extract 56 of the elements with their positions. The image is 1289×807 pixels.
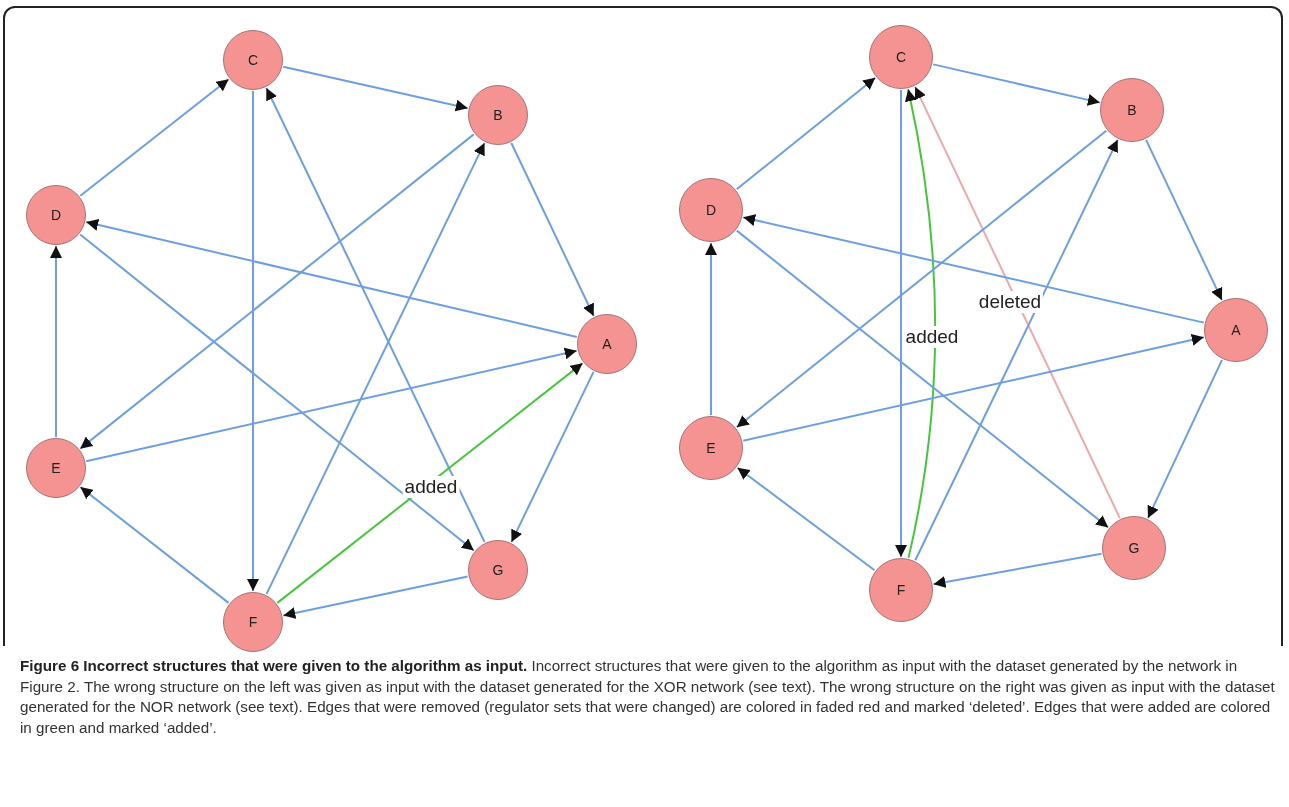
arrow [742,214,1205,324]
arrow [735,229,1110,529]
arrow [276,362,584,604]
arrow [914,138,1119,562]
arrow [79,133,475,450]
edge-label: added [402,476,460,498]
arrow [282,575,469,619]
node-label: D [705,202,717,218]
node-circle [577,314,637,374]
node-label: F [896,582,906,598]
edge-label: deleted [976,291,1044,313]
arrow [265,141,486,596]
arrow [1145,138,1223,302]
arrow [79,78,230,197]
arrow [932,63,1101,106]
node-label: D [50,207,62,223]
node-circle [223,592,283,652]
arrow [85,347,578,463]
node-label: E [706,440,716,456]
arrow [79,233,475,552]
node-label: E [51,460,61,476]
node-label: B [1127,102,1137,118]
node-circle [223,30,283,90]
node-circle [679,416,743,480]
arrow [932,552,1103,588]
arrow [50,245,62,438]
node-label: A [1231,322,1241,338]
node-circle [468,85,528,145]
node-label: G [1128,540,1140,556]
arrow [705,242,717,416]
node-label: A [602,336,612,352]
arrow [735,129,1108,429]
arrow [282,65,469,112]
arrow [510,370,595,544]
arrow [1147,358,1223,520]
arrow [79,486,230,604]
arrow [265,86,486,544]
node-circle [26,185,86,245]
node-circle [26,438,86,498]
node-label: G [492,562,504,578]
arrow [247,90,259,592]
node-circle [468,540,528,600]
arrow [736,466,876,572]
arrow [904,88,937,559]
arrow [735,76,877,191]
edge-label: added [903,326,961,348]
node-label: B [493,107,503,123]
arrow [895,89,907,558]
arrow [510,142,595,317]
figure-caption: Figure 6 Incorrect structures that were given to the algorithm as input. Incorrect structures that were given to the algorithm as input with the dataset generated by the network in Figure 2. The wrong structure on the left was given as input with the dataset generated for the XOR network (see text). The wrong structure on the right was given as input with the dataset generated for the NOR network (see text). Edges that were removed (regulator sets that were changed) are colored in faded red and marked ‘deleted’. Edges that were added are colored in green and marked ‘added’. [20,656,1275,738]
node-label: C [895,49,907,65]
arrow [85,218,578,338]
arrow [914,85,1121,520]
node-label: C [247,52,259,68]
node-label: F [248,614,258,630]
arrow [742,334,1205,442]
